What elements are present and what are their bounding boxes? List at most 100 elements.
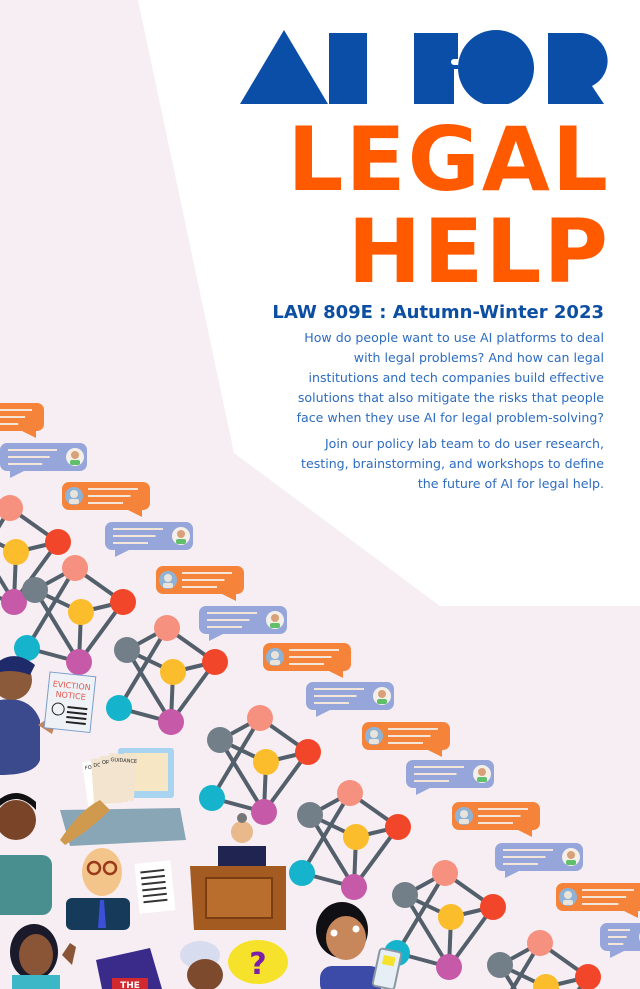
graph-node (253, 749, 279, 775)
letter-f (414, 33, 458, 104)
graph-node (337, 780, 363, 806)
text-line (582, 889, 634, 891)
bot-chat-bubble-icon (452, 802, 540, 837)
graph-edge (218, 738, 266, 814)
graph-node (154, 615, 180, 641)
graph-edge (25, 566, 77, 650)
text-line (8, 463, 43, 465)
graph-node (202, 649, 228, 675)
description-line: solutions that also mitigate the risks t… (297, 390, 604, 405)
text-line (113, 528, 163, 530)
graph-node (343, 824, 369, 850)
graph-node (199, 785, 225, 811)
smartphone-icon (371, 947, 403, 989)
graph-node (438, 904, 464, 930)
bot-chat-bubble-icon (263, 643, 351, 678)
network-graph-icon (199, 705, 321, 825)
user-chat-bubble-icon (306, 682, 394, 717)
graph-node (385, 814, 411, 840)
text-line (289, 649, 339, 651)
text-line (0, 416, 26, 418)
text-line (182, 586, 217, 588)
user-chat-bubble-icon (0, 443, 87, 478)
graph-node (247, 705, 273, 731)
graph-node (22, 577, 48, 603)
text-line (608, 929, 630, 931)
text-line (289, 656, 332, 658)
graph-edge (300, 791, 352, 875)
graph-node (297, 802, 323, 828)
text-line (478, 815, 521, 817)
text-line (503, 856, 546, 858)
graph-node (341, 874, 367, 900)
description-line: face when they use AI for legal problem-… (296, 410, 604, 425)
description-line: How do people want to use AI platforms t… (304, 330, 604, 345)
course-heading: LAW 809E : Autumn-Winter 2023 (272, 302, 604, 323)
graph-node (1, 589, 27, 615)
network-graph-icon (0, 495, 71, 615)
white-panel (138, 0, 640, 606)
graph-edge (0, 575, 16, 604)
graph-node (160, 659, 186, 685)
elderly-woman-with-question: ? (180, 940, 288, 989)
svg-text:NOTICE: NOTICE (55, 690, 86, 702)
text-line (503, 849, 553, 851)
network-graph-icon (106, 615, 228, 735)
laptop-with-documents: FORMSDOCUMENTORDERSGUIDANCE (60, 748, 186, 846)
graph-node (251, 799, 277, 825)
graph-edge (33, 588, 81, 664)
text-line (207, 626, 242, 628)
graph-edge (395, 871, 447, 955)
text-line (478, 822, 513, 824)
graph-node (14, 635, 40, 661)
letter-a-triangle (240, 30, 328, 104)
text-line (8, 456, 50, 458)
text-line (582, 896, 627, 898)
text-line (207, 612, 257, 614)
text-line (582, 903, 619, 905)
text-line (88, 495, 131, 497)
description-line: with legal problems? And how can legal (353, 350, 604, 365)
bot-chat-bubble-icon (156, 566, 244, 601)
graph-edge (125, 648, 173, 724)
graph-edge (510, 941, 542, 989)
text-line (388, 728, 438, 730)
graph-node (392, 882, 418, 908)
network-graph-icon (289, 780, 411, 900)
user-chat-bubble-icon (600, 923, 640, 958)
graph-node (158, 709, 184, 735)
text-line (182, 579, 225, 581)
text-line (88, 502, 123, 504)
graph-node (45, 529, 71, 555)
description-line: institutions and tech companies build ef… (308, 370, 605, 385)
text-line (388, 742, 423, 744)
svg-text:?: ? (249, 947, 266, 982)
graph-node (114, 637, 140, 663)
title-help: HELP (347, 200, 610, 303)
text-line (289, 663, 324, 665)
man-teal-sweater (0, 793, 52, 915)
graph-edge (0, 506, 12, 529)
text-line (608, 943, 624, 945)
title-ai-for (230, 28, 610, 107)
text-line (608, 936, 627, 938)
cta-line: testing, brainstorming, and workshops to… (301, 456, 604, 471)
svg-text:THE: THE (120, 981, 140, 989)
graph-node (295, 739, 321, 765)
text-line (414, 773, 457, 775)
question-bubble-icon (228, 940, 288, 984)
text-line (113, 542, 148, 544)
legal-document: GUIDANCE (105, 753, 137, 801)
text-line (314, 695, 357, 697)
text-line (388, 735, 431, 737)
user-chat-bubble-icon (406, 760, 494, 795)
graph-node (487, 952, 513, 978)
graph-edge (498, 963, 518, 989)
title-legal: LEGAL (287, 108, 610, 211)
text-line (414, 766, 464, 768)
description-paragraph: How do people want to use AI platforms t… (264, 328, 604, 428)
graph-node (436, 954, 462, 980)
network-graph-icon (487, 930, 601, 989)
graph-node (207, 727, 233, 753)
